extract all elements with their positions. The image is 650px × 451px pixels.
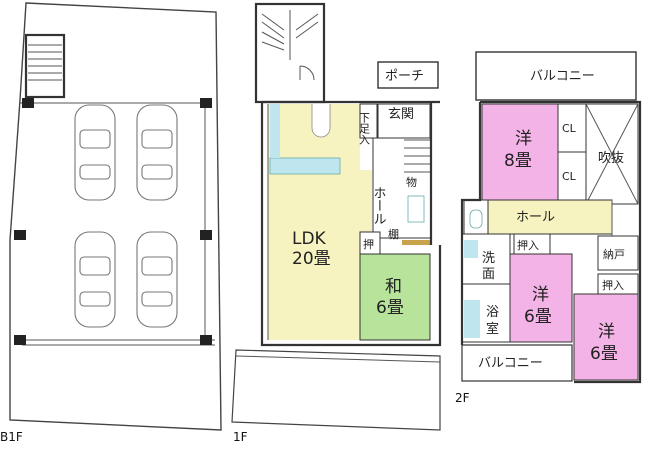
ldk-room <box>268 104 372 340</box>
bath-label-2: 室 <box>486 321 499 337</box>
porch <box>377 61 439 89</box>
b1-floor: B1F <box>0 2 222 444</box>
balcony-top <box>475 51 637 101</box>
ldk-name: LDK <box>292 229 327 249</box>
bath-label-1: 浴 <box>486 305 499 320</box>
void-label: 吹抜 <box>598 150 624 166</box>
western-b-name: 洋 <box>532 285 549 305</box>
car-icon <box>74 231 116 328</box>
western-c-name: 洋 <box>598 322 615 342</box>
entrance-label: 玄関 <box>388 107 414 122</box>
b1-stairs <box>28 44 62 81</box>
japanese-room <box>359 253 431 341</box>
b1-outline <box>9 2 222 431</box>
f1-floor: ポーチ LDK 20畳 下足入 玄関 物 ホール 棚 押 和 6畳 <box>231 2 442 444</box>
balcony-top-label: バルコニー <box>530 69 595 84</box>
car-icon <box>136 104 178 201</box>
wash-label-1: 洗 <box>482 251 495 266</box>
balcony-bottom <box>461 344 573 382</box>
b1-floor-label: B1F <box>0 430 23 444</box>
closet-label-f1: 押 <box>363 237 374 251</box>
closet-a-label: 押入 <box>517 238 539 252</box>
hall-label-f1: ホール <box>371 186 386 225</box>
western-a-size: 8畳 <box>504 151 532 171</box>
ldk-size: 20畳 <box>292 249 331 269</box>
footrest-label: 下足入 <box>358 112 371 145</box>
hall-label-f2: ホール <box>516 210 555 225</box>
closet-b-label: 押入 <box>602 278 624 292</box>
wash-label-2: 面 <box>482 267 495 282</box>
western-room-8 <box>481 103 559 201</box>
f1-floor-label: 1F <box>233 430 248 444</box>
car-icon <box>136 231 178 328</box>
f1-stairs <box>261 10 319 60</box>
western-room-6b <box>509 253 573 343</box>
cl-1-label: CL <box>562 122 577 135</box>
storage-label: 物 <box>406 175 417 189</box>
western-c-size: 6畳 <box>590 344 618 364</box>
balcony-bottom-label: バルコニー <box>478 356 543 371</box>
car-icon <box>74 104 116 201</box>
western-a-name: 洋 <box>515 129 532 149</box>
japanese-size: 6畳 <box>376 298 404 318</box>
f2-floor: バルコニー 洋 8畳 CL CL 吹抜 ホール 洗 面 浴 室 押入 洋 6畳 <box>455 51 642 405</box>
porch-label: ポーチ <box>385 69 424 84</box>
japanese-name: 和 <box>385 277 402 297</box>
cl-2-label: CL <box>562 170 577 183</box>
kitchen-counter <box>269 157 341 175</box>
western-b-size: 6畳 <box>524 307 552 327</box>
shelf-label: 棚 <box>388 227 399 241</box>
western-room-6c <box>573 293 639 381</box>
pantry-label: 納戸 <box>603 248 625 261</box>
f2-floor-label: 2F <box>455 391 470 405</box>
